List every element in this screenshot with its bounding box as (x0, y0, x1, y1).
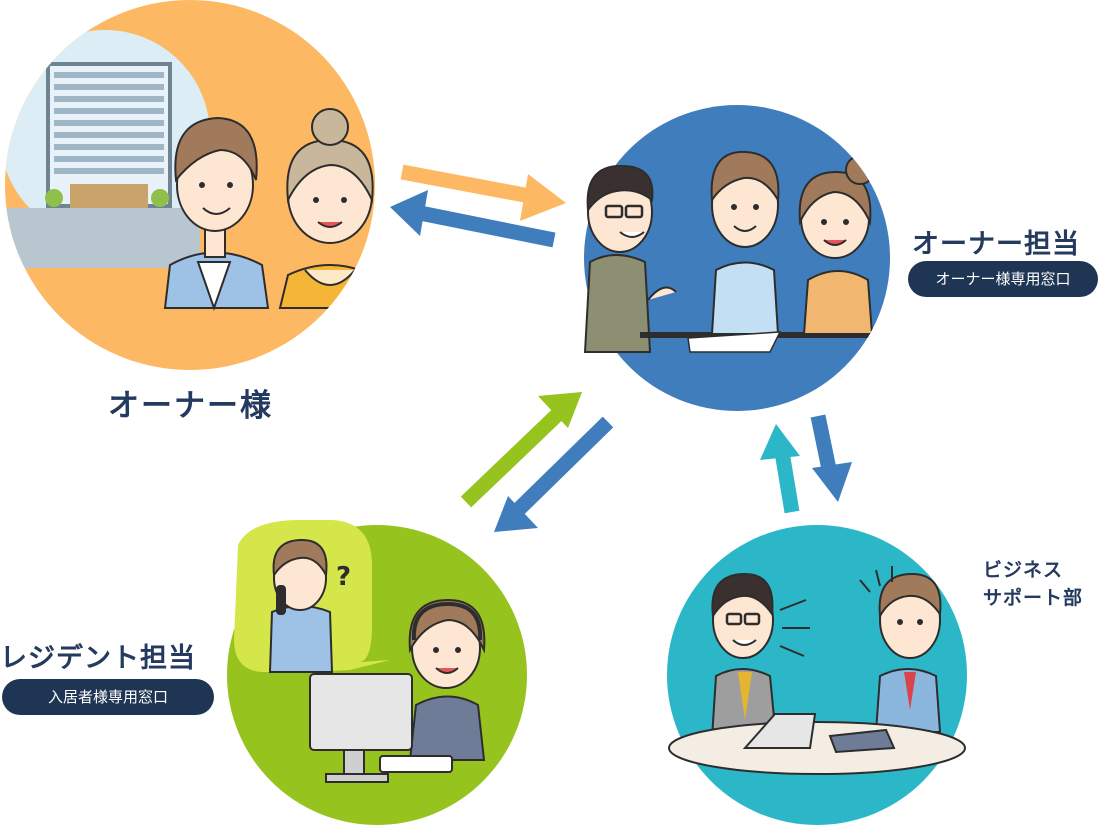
business-support-label: ビジネス サポート部 (983, 556, 1083, 612)
call-center-operator-figure (408, 598, 486, 761)
owner-circle-group (5, 0, 375, 370)
owner-staff-title: オーナー担当 (912, 229, 1080, 260)
owner-man-figure (163, 116, 270, 312)
speaker-man-figure (710, 572, 810, 739)
business-support-line2: サポート部 (983, 587, 1084, 609)
arrow-business-to-staff (760, 424, 800, 514)
arrow-resident-to-staff (460, 392, 582, 508)
owner-label: オーナー様 (108, 388, 273, 424)
business-support-line1: ビジネス (983, 559, 1064, 581)
owner-staff-badge: オーナー様専用窓口 (908, 261, 1098, 297)
svg-text:?: ? (336, 562, 351, 592)
document-paper-icon (687, 331, 782, 353)
owner-staff-agent-figure (583, 164, 677, 353)
business-support-circle-group (667, 525, 967, 825)
desktop-computer-icon (309, 673, 453, 783)
resident-staff-circle-group: ? (227, 520, 527, 825)
listener-man-figure (859, 566, 942, 733)
apartment-building-icon (45, 62, 172, 208)
arrow-staff-to-owner (390, 190, 556, 248)
arrow-staff-to-business (810, 414, 852, 502)
resident-staff-badge: 入居者様専用窓口 (2, 679, 214, 715)
meeting-table-icon (668, 713, 966, 775)
tablet-icon (828, 728, 896, 754)
owner-staff-circle-group (583, 105, 890, 411)
phone-caller-figure: ? (268, 538, 351, 673)
owner-staff-client-man-figure (710, 150, 780, 335)
arrow-staff-to-resident (494, 416, 614, 532)
arrow-owner-to-staff (400, 164, 566, 221)
resident-staff-title: レジデント担当 (0, 643, 196, 674)
